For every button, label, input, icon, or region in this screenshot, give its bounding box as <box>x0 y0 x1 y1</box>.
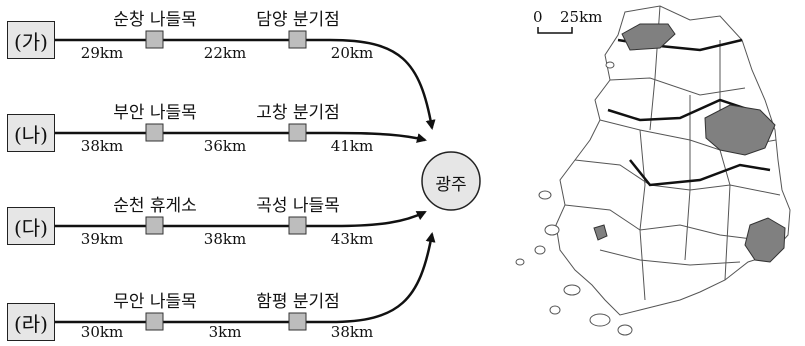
distance-label: 20km <box>330 44 374 62</box>
route-label-na: (나) <box>7 114 55 152</box>
stop-name: 순천 휴게소 <box>113 196 197 216</box>
stop-name: 순창 나들목 <box>113 10 197 30</box>
route-line-ga <box>55 38 436 130</box>
distance-label: 38km <box>80 137 124 155</box>
province-line <box>719 40 731 281</box>
scale-value: 25km <box>560 8 603 26</box>
route-label-ga: (가) <box>7 21 55 59</box>
route-line-na <box>55 131 427 143</box>
stop-box <box>288 216 307 235</box>
province-line <box>609 77 746 96</box>
distance-label: 29km <box>80 44 124 62</box>
province-line <box>639 129 646 301</box>
route-label-da: (다) <box>7 207 55 245</box>
distance-label: 43km <box>330 230 374 248</box>
stop-box <box>145 123 164 142</box>
stop-box <box>288 30 307 49</box>
scale-zero: 0 <box>533 8 543 26</box>
route-line-ra <box>55 232 436 324</box>
route-label-ra: (라) <box>7 303 55 341</box>
distance-label: 41km <box>330 137 374 155</box>
scale-bar <box>537 27 573 34</box>
route-line-da <box>55 210 427 228</box>
province-line <box>574 159 781 196</box>
destination-circle <box>421 151 481 211</box>
province-line <box>564 204 761 241</box>
stop-name: 무안 나들목 <box>113 292 197 312</box>
distance-label: 3km <box>208 323 242 341</box>
distance-label: 39km <box>80 230 124 248</box>
islands <box>515 61 633 336</box>
province-line <box>684 95 691 261</box>
stop-box <box>288 312 307 331</box>
destination-label: 광주 <box>435 175 467 195</box>
distance-label: 38km <box>203 230 247 248</box>
highlight-region-north <box>621 23 676 51</box>
distance-label: 22km <box>203 44 247 62</box>
stop-box <box>145 312 164 331</box>
distance-label: 38km <box>330 323 374 341</box>
stop-box <box>145 30 164 49</box>
stop-box <box>288 123 307 142</box>
stop-name: 담양 분기점 <box>256 10 340 30</box>
highlight-region-center <box>704 104 776 156</box>
distance-label: 30km <box>80 323 124 341</box>
stop-name: 고창 분기점 <box>256 103 340 123</box>
stop-box <box>145 216 164 235</box>
stop-name: 부안 나들목 <box>113 103 197 123</box>
distance-label: 36km <box>203 137 247 155</box>
highlight-region-southeast <box>744 217 786 263</box>
stop-name: 함평 분기점 <box>256 292 340 312</box>
land-outline <box>555 5 791 316</box>
province-line <box>599 249 741 266</box>
stop-name: 곡성 나들목 <box>256 196 340 216</box>
highlight-region-southwest <box>593 224 608 241</box>
korea-map <box>555 5 791 316</box>
